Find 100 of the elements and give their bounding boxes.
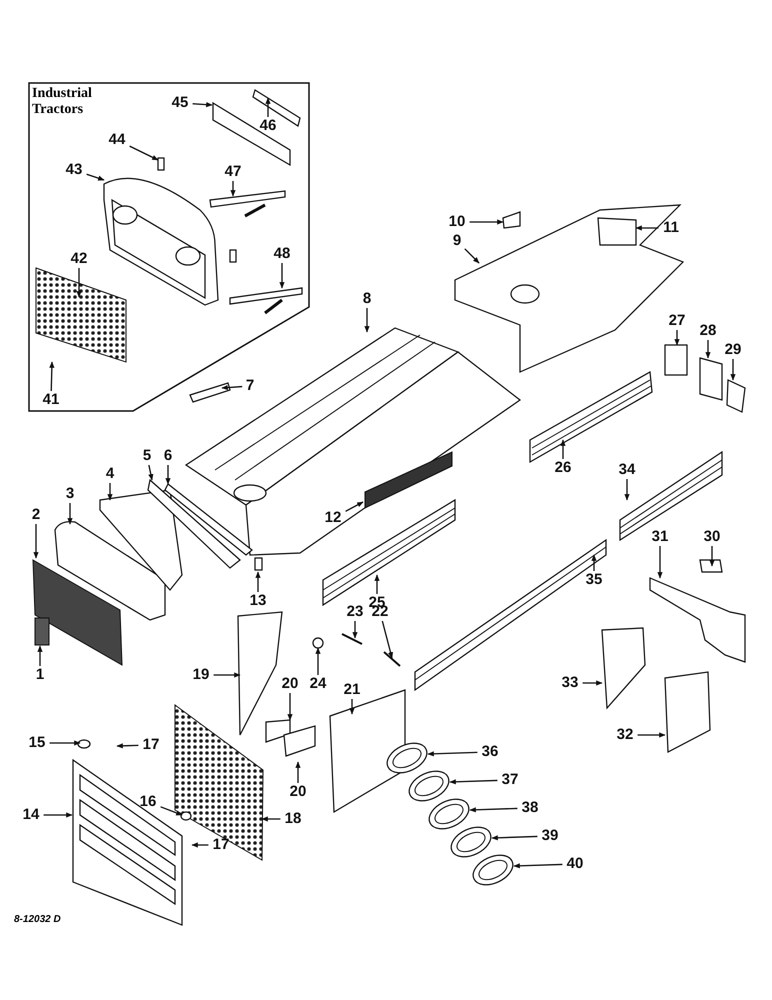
leader-line: [624, 479, 630, 501]
leader-line: [638, 732, 666, 738]
callout-number: 15: [28, 735, 46, 751]
callout-number: 14: [22, 807, 40, 823]
leader-line: [364, 308, 370, 333]
callout-number: 37: [502, 772, 518, 788]
leader-line: [635, 225, 658, 231]
callout-number: 1: [36, 667, 44, 683]
leader-line: [295, 761, 301, 783]
leader-line: [591, 554, 597, 571]
leader-line: [315, 647, 321, 675]
leader-line: [730, 359, 736, 381]
callout-number: 20: [290, 784, 306, 800]
leader-line: [470, 219, 504, 225]
callout-number: 18: [284, 811, 302, 827]
leader-line: [513, 863, 562, 868]
callout-number: 35: [586, 572, 602, 588]
callout-number: 3: [66, 486, 74, 502]
leader-line: [221, 385, 242, 390]
leader-line: [116, 743, 138, 748]
callout-number: 41: [42, 392, 60, 408]
leader-line: [582, 680, 603, 686]
callout-number: 38: [522, 800, 538, 816]
leader-line: [427, 751, 478, 756]
leader-line: [469, 807, 518, 812]
leader-line: [191, 842, 208, 848]
leader-line: [261, 816, 280, 822]
callout-number: 10: [448, 214, 466, 230]
leader-line: [265, 97, 271, 117]
callout-number: 28: [700, 323, 716, 339]
callout-number: 7: [246, 378, 254, 394]
leader-line: [148, 464, 154, 481]
callout-number: 17: [212, 837, 230, 853]
callout-number: 42: [70, 251, 88, 267]
leader-line: [560, 439, 566, 459]
callout-number: 29: [724, 342, 742, 358]
leader-line: [287, 693, 293, 721]
callout-number: 6: [164, 448, 172, 464]
callout-number: 26: [554, 460, 572, 476]
leader-line: [345, 501, 364, 512]
leader-line: [129, 146, 159, 161]
callout-number: 9: [452, 233, 462, 249]
callout-number: 19: [192, 667, 210, 683]
callout-number: 46: [260, 118, 276, 134]
leader-line: [352, 621, 358, 639]
callout-number: 43: [66, 162, 82, 178]
inset-heading: Industrial Tractors: [32, 86, 93, 118]
leader-line: [709, 546, 715, 567]
callout-number: 8: [362, 291, 372, 307]
leader-line: [214, 672, 241, 678]
callout-number: 20: [282, 676, 298, 692]
callout-number: 47: [224, 164, 242, 180]
callout-number: 17: [142, 737, 160, 753]
leader-line: [107, 483, 113, 501]
callout-number: 16: [140, 794, 156, 810]
drawing-number: 8-12032 D: [14, 913, 61, 927]
leader-line: [50, 740, 81, 746]
leader-line: [464, 248, 480, 264]
callout-number: 21: [344, 682, 360, 698]
callout-number: 44: [108, 132, 126, 148]
leader-line: [279, 263, 285, 289]
leader-line: [192, 102, 213, 108]
callout-number: 34: [618, 462, 636, 478]
callout-number: 36: [482, 744, 498, 760]
callout-number: 30: [704, 529, 720, 545]
callout-number: 40: [566, 856, 584, 872]
leader-line: [44, 812, 73, 818]
callout-number: 5: [142, 448, 152, 464]
callout-number: 39: [542, 828, 558, 844]
callout-number: 13: [250, 593, 266, 609]
callout-number: 4: [106, 466, 114, 482]
leader-line: [255, 571, 261, 592]
leader-line: [86, 174, 105, 181]
leader-line: [67, 503, 73, 525]
leader-line: [349, 699, 355, 715]
leader-line: [230, 181, 236, 197]
leader-line: [165, 465, 171, 485]
callout-number: 12: [324, 510, 342, 526]
callout-number: 32: [616, 727, 634, 743]
callout-number: 23: [346, 604, 364, 620]
leader-line: [382, 620, 394, 659]
inset-frame: [28, 82, 310, 412]
callout-number: 24: [310, 676, 326, 692]
callout-number: 45: [172, 95, 188, 111]
callout-number: 31: [652, 529, 668, 545]
leader-line: [160, 806, 183, 816]
callout-number: 2: [32, 507, 40, 523]
leader-line: [674, 330, 680, 346]
leader-line: [374, 574, 380, 594]
callout-number: 33: [562, 675, 578, 691]
leader-line: [705, 340, 711, 359]
callout-number: 48: [274, 246, 290, 262]
leader-line: [37, 645, 43, 666]
leader-line: [657, 546, 663, 579]
leader-line: [49, 361, 54, 392]
callout-number: 11: [663, 220, 679, 236]
leader-line: [449, 779, 498, 784]
leader-line: [33, 524, 39, 559]
leader-line: [491, 835, 538, 840]
callout-number: 27: [668, 313, 686, 329]
